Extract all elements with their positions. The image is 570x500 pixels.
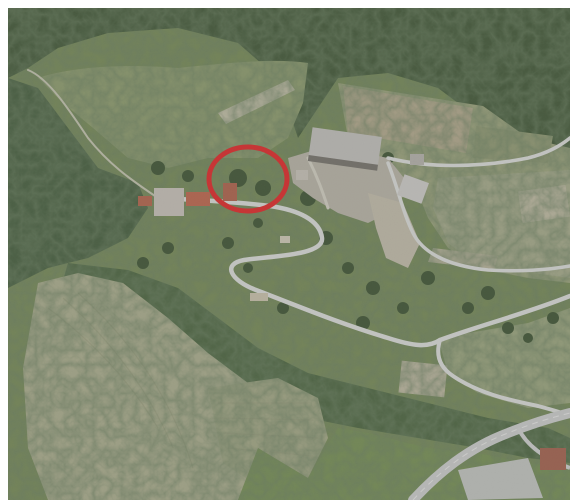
aerial-map[interactable] xyxy=(8,8,570,500)
photo-grain xyxy=(8,8,570,500)
